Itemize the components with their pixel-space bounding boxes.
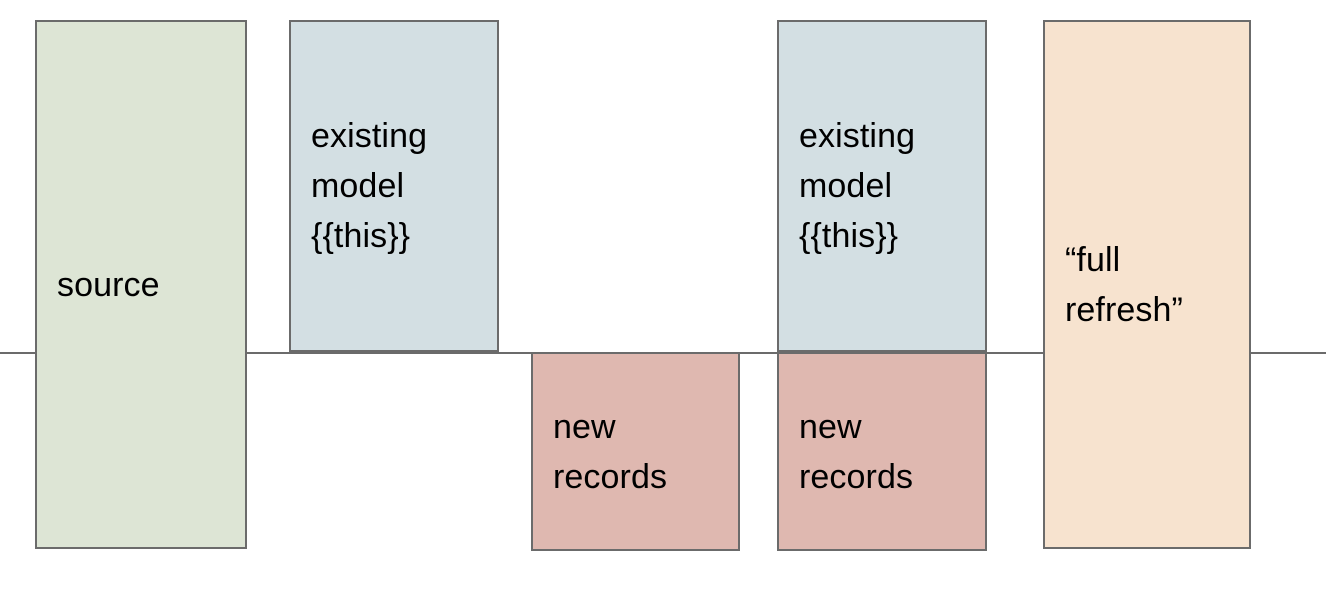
new-records-box-1-label: new records [553,407,668,496]
existing-model-box-1-label: existing model {{this}} [311,117,428,255]
new-records-box-2-label: new records [799,407,914,496]
new-records-box-1[interactable]: new records [531,352,740,551]
full-refresh-box-label: “full refresh” [1065,240,1183,329]
source-box-label: source [57,265,160,304]
existing-model-box-1[interactable]: existing model {{this}} [289,20,499,352]
existing-model-box-2[interactable]: existing model {{this}} [777,20,987,352]
full-refresh-box[interactable]: “full refresh” [1043,20,1251,549]
source-box[interactable]: source [35,20,247,549]
existing-model-box-2-label: existing model {{this}} [799,117,916,255]
new-records-box-2[interactable]: new records [777,352,987,551]
